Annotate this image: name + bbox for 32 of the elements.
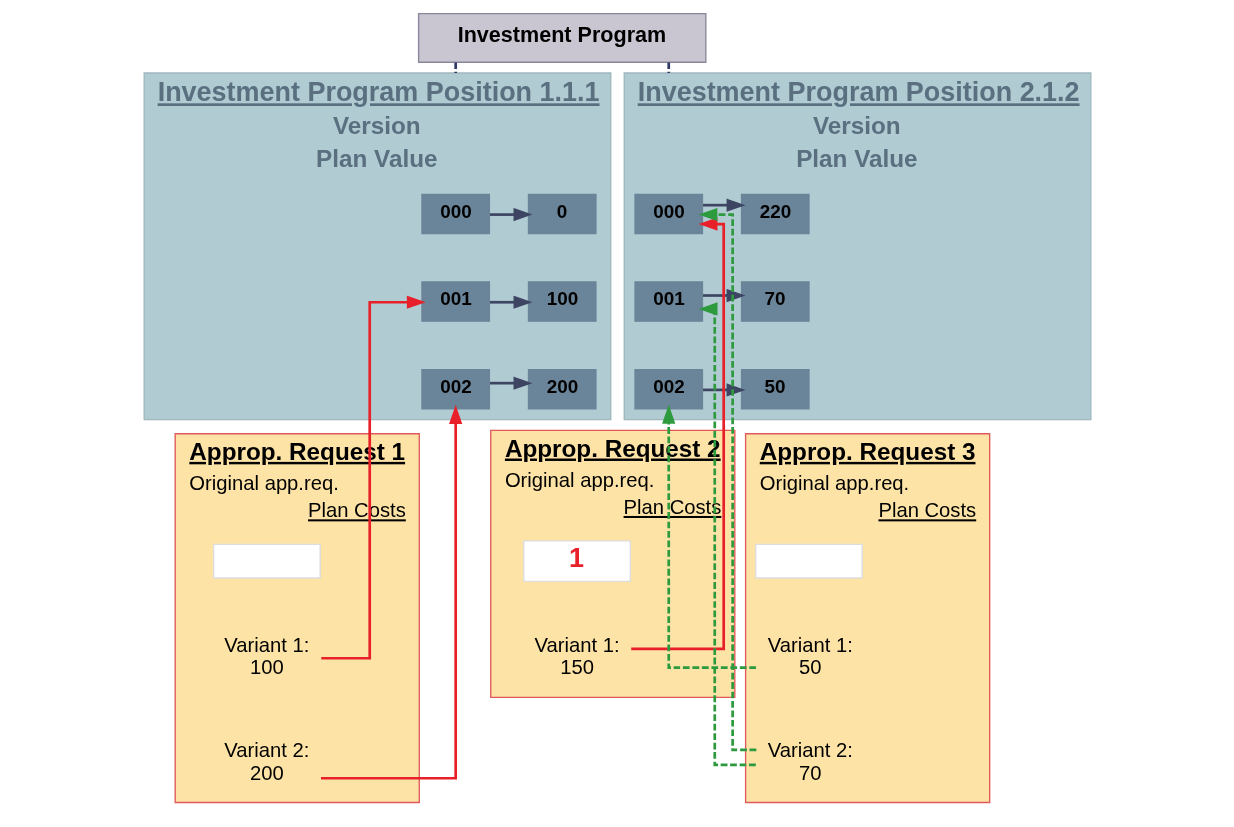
connector xyxy=(666,62,670,73)
node-box xyxy=(754,543,863,579)
node-box: 001 xyxy=(633,281,703,322)
arrow xyxy=(320,295,426,660)
arrow xyxy=(697,207,756,752)
arrow xyxy=(489,207,532,222)
node-box xyxy=(212,543,321,579)
node-box: 000 xyxy=(420,193,490,235)
arrow xyxy=(320,404,462,780)
arrow xyxy=(489,295,532,309)
arrow xyxy=(698,302,756,767)
node-box: 002 xyxy=(633,369,703,410)
node-box: 200 xyxy=(527,369,597,410)
node-box: 002 xyxy=(420,369,490,410)
node-box: 50 xyxy=(740,369,810,410)
node-box: 100 xyxy=(527,281,597,322)
node-text: Variant 2: 70 xyxy=(767,738,853,784)
node-text: Variant 2: 200 xyxy=(223,738,309,784)
node-box: 70 xyxy=(740,281,810,322)
node-box: 220 xyxy=(740,193,810,235)
node-text: Variant 1: 100 xyxy=(223,633,309,679)
arrow xyxy=(702,198,745,212)
node-box: 1 xyxy=(522,540,631,583)
node-box: 000 xyxy=(633,193,703,235)
node-box: 001 xyxy=(420,281,490,322)
node-box: 0 xyxy=(527,193,597,235)
node-text: Variant 1: 50 xyxy=(767,633,853,679)
node-box: Investment Program xyxy=(417,13,706,63)
connector xyxy=(453,62,457,73)
node-text: Variant 1: 150 xyxy=(534,633,620,679)
arrow xyxy=(489,376,532,390)
arrow xyxy=(661,404,756,670)
